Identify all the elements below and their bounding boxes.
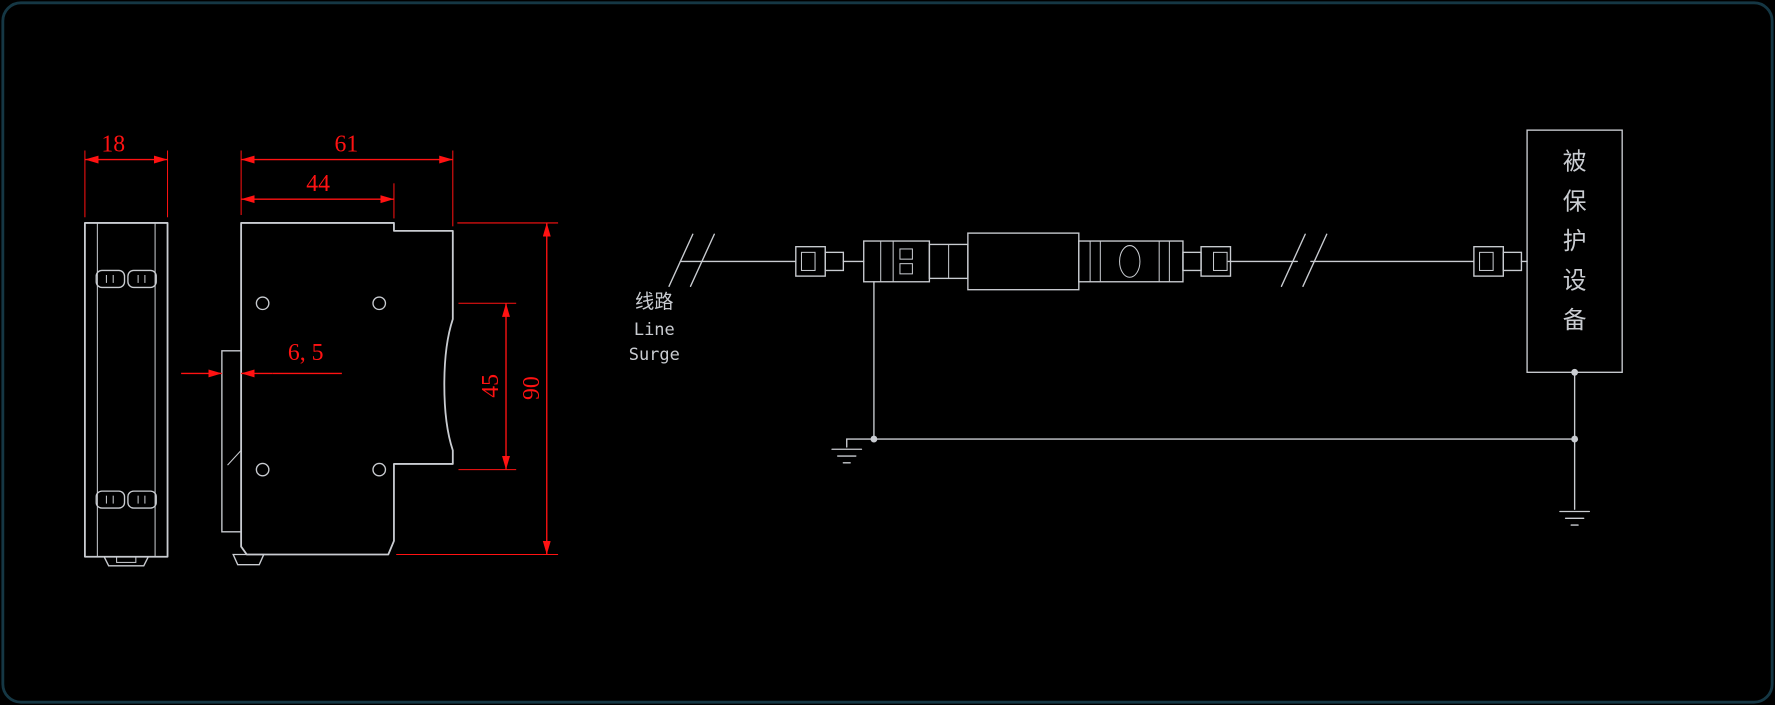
dimension-clip-depth: 6, 5 — [181, 340, 342, 378]
installation-schematic: 被 保 护 设 备 — [629, 129, 1623, 526]
protected-char-4: 设 — [1563, 267, 1587, 295]
front-terminal-top — [95, 269, 157, 289]
dimension-front-width: 18 — [84, 132, 169, 218]
device-gland-right — [1078, 240, 1184, 283]
dim-label-44: 44 — [306, 171, 330, 197]
dim-label-90: 90 — [519, 376, 545, 400]
hole-top-left — [255, 296, 270, 311]
dimension-overall-width: 61 — [240, 132, 454, 227]
side-view: 61 44 6, 5 45 90 — [181, 132, 559, 566]
ground-symbol-left — [831, 448, 863, 464]
protected-char-5: 备 — [1563, 306, 1587, 334]
front-terminal-bottom — [95, 490, 157, 509]
side-din-clip — [221, 350, 242, 533]
device-gland-left — [863, 240, 931, 283]
ground-network — [831, 281, 1591, 526]
dim-label-6-5: 6, 5 — [288, 340, 324, 366]
front-foot — [103, 556, 150, 567]
dim-label-45: 45 — [478, 374, 504, 398]
surge-protector-device — [863, 232, 1184, 291]
protected-equipment-box: 被 保 护 设 备 — [1526, 129, 1623, 373]
protected-char-3: 护 — [1563, 227, 1587, 255]
line-break-left — [668, 233, 715, 287]
dim-label-18: 18 — [101, 132, 125, 158]
hole-top-right — [372, 296, 387, 311]
device-terminal-mark-2 — [899, 263, 913, 275]
side-foot — [232, 553, 265, 566]
side-clip-spring — [227, 450, 242, 466]
label-line-cn: 线路 — [635, 290, 673, 313]
protected-char-1: 被 — [1563, 148, 1587, 176]
protected-char-2: 保 — [1563, 187, 1587, 215]
label-surge-en: Surge — [629, 345, 680, 365]
front-view: 18 — [83, 132, 169, 567]
device-terminal-mark-1 — [899, 248, 913, 260]
device-window — [1119, 245, 1141, 278]
line-labels: 线路 Line Surge — [629, 290, 680, 365]
dimension-face-width: 44 — [241, 171, 395, 219]
label-line-en: Line — [634, 320, 675, 340]
ground-symbol-right — [1559, 510, 1591, 526]
front-foot-detail — [116, 556, 137, 563]
line-break-right — [1280, 233, 1328, 287]
hole-bottom-right — [372, 462, 387, 477]
hole-bottom-left — [255, 462, 270, 477]
side-body-outline — [240, 222, 454, 556]
connector-right — [1182, 246, 1232, 277]
connector-equipment — [1473, 246, 1523, 277]
connector-left — [795, 246, 845, 277]
dimension-height: 90 — [396, 222, 559, 556]
device-fuse-body — [967, 232, 1080, 291]
dim-label-61: 61 — [335, 132, 359, 158]
dimension-hole-pitch: 45 — [458, 302, 517, 471]
junction-dot-right — [1571, 435, 1579, 443]
